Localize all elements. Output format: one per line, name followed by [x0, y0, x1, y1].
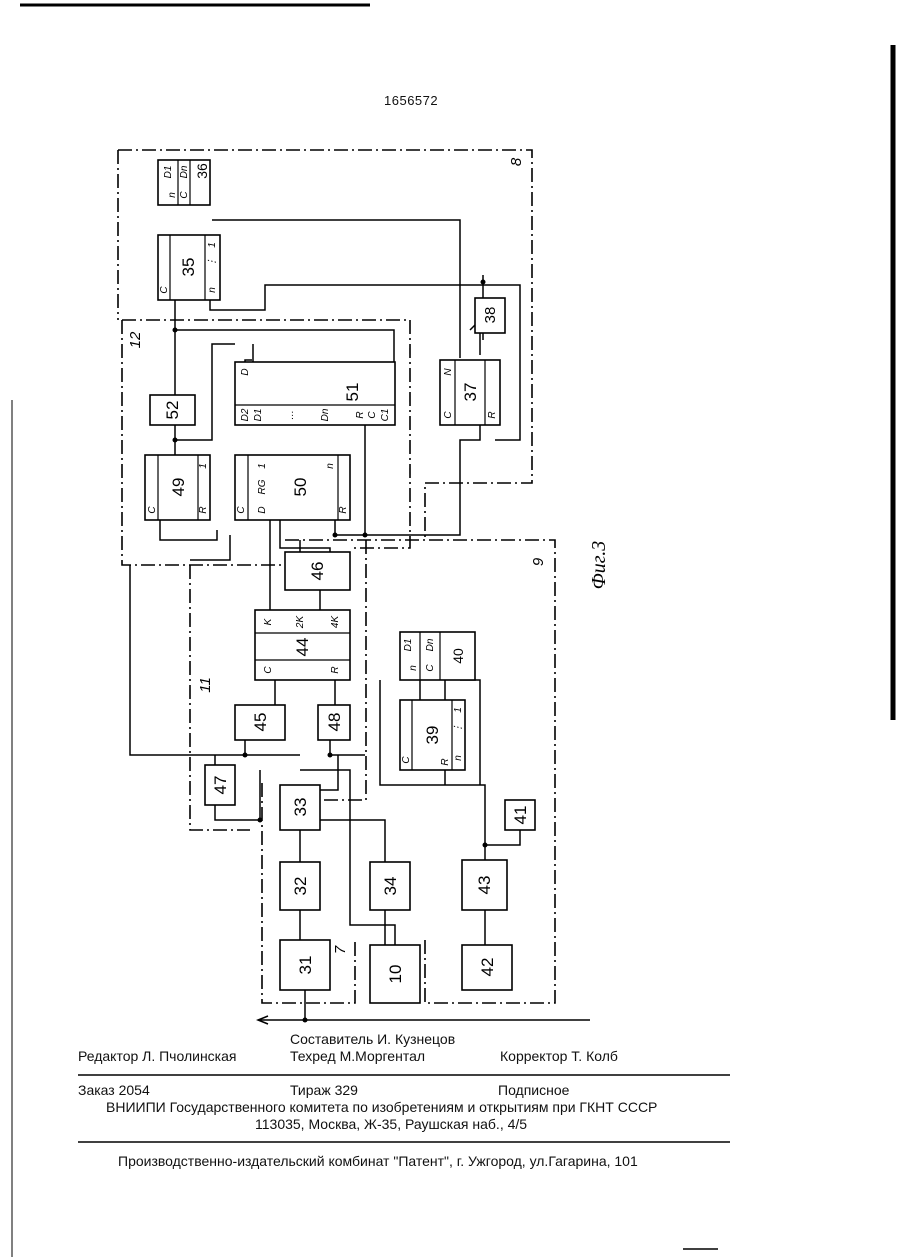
- pin-label: ⋮: [453, 723, 464, 733]
- pin-label: D: [240, 368, 251, 375]
- pin-label: C: [147, 506, 158, 514]
- block-label: 10: [386, 965, 405, 984]
- scan-marks: [12, 5, 893, 1257]
- pin-label: n: [167, 192, 178, 198]
- block-label: 48: [325, 713, 344, 732]
- pin-label: Dn: [179, 165, 190, 178]
- group-label: 11: [197, 677, 214, 693]
- pin-label: 1: [207, 242, 218, 248]
- pin-label: n: [325, 463, 336, 469]
- pin-label: n: [453, 755, 464, 761]
- pin-label: C: [236, 506, 247, 514]
- pin-label: C: [263, 666, 274, 674]
- pin-label: C: [425, 664, 436, 672]
- pin-label: 4K: [330, 615, 341, 629]
- pin-label: N: [443, 368, 454, 376]
- editor-line: Редактор Л. Пчолинская: [78, 1048, 236, 1064]
- corrector-line: Корректор Т. Колб: [500, 1048, 618, 1064]
- block-label: 46: [308, 562, 327, 581]
- pin-label: C: [443, 411, 454, 419]
- block-label: 35: [179, 258, 198, 277]
- pin-label: C: [179, 191, 190, 199]
- techred-line: Техред М.Моргентал: [290, 1048, 425, 1064]
- pin-label: D: [257, 506, 268, 513]
- block-label: 44: [293, 638, 312, 657]
- block-label: 31: [296, 956, 315, 975]
- pin-label: R: [487, 411, 498, 418]
- pin-label: D1: [163, 166, 174, 179]
- pin-label: R: [198, 506, 209, 513]
- pin-label: C: [401, 756, 412, 764]
- block-label: 40: [450, 648, 466, 664]
- subscription-line: Подписное: [498, 1082, 569, 1098]
- block-label: 51: [343, 383, 362, 402]
- pin-label: C: [159, 286, 170, 294]
- circulation-line: Тираж 329: [290, 1082, 358, 1098]
- block-label: 49: [169, 478, 188, 497]
- block-label: 39: [423, 726, 442, 745]
- printer-line: Производственно-издательский комбинат "П…: [118, 1153, 638, 1169]
- block-label: 38: [482, 307, 499, 324]
- group-label: 12: [127, 331, 144, 348]
- block-label: 47: [211, 776, 230, 795]
- pin-label: C1: [380, 409, 391, 422]
- pin-label: D1: [253, 409, 264, 422]
- wiring: [130, 220, 590, 1024]
- pin-label: D2: [240, 408, 251, 421]
- block-label: 41: [511, 806, 530, 825]
- compiler-line: Составитель И. Кузнецов: [290, 1031, 455, 1047]
- pin-label: …: [285, 410, 296, 420]
- block-label: 36: [194, 163, 210, 179]
- pin-label: 1: [198, 463, 209, 469]
- group-label: 8: [508, 157, 525, 166]
- block-label: 42: [478, 958, 497, 977]
- block-label: 32: [291, 877, 310, 896]
- pin-label: Dn: [425, 638, 436, 651]
- block-label: 50: [291, 478, 310, 497]
- block-label: 45: [251, 713, 270, 732]
- block-label: 34: [381, 877, 400, 896]
- block-label: 37: [461, 383, 480, 402]
- pin-label: 1: [453, 707, 464, 713]
- pin-label: 1: [257, 463, 268, 469]
- order-line: Заказ 2054: [78, 1082, 150, 1098]
- address-line: 113035, Москва, Ж-35, Раушская наб., 4/5: [255, 1116, 527, 1132]
- pin-label: n: [207, 287, 218, 293]
- pin-label: C: [367, 411, 378, 419]
- block-label: 33: [291, 798, 310, 817]
- group-label: 7: [332, 945, 349, 954]
- pin-label: n: [408, 665, 419, 671]
- pin-label: R: [440, 758, 451, 765]
- figure-label: Фиг.3: [588, 541, 610, 590]
- pin-label: R: [338, 506, 349, 513]
- group-label: 9: [530, 557, 547, 566]
- pin-label: Dn: [320, 408, 331, 421]
- pin-label: D1: [403, 639, 414, 652]
- organization-line: ВНИИПИ Государственного комитета по изоб…: [106, 1099, 657, 1115]
- block-label: 43: [475, 876, 494, 895]
- pin-label: RG: [257, 479, 268, 494]
- pin-label: 2K: [295, 615, 306, 630]
- pin-label: ⋮: [207, 257, 218, 267]
- pin-label: R: [330, 666, 341, 673]
- pin-label: R: [355, 411, 366, 418]
- block-label: 52: [163, 401, 182, 420]
